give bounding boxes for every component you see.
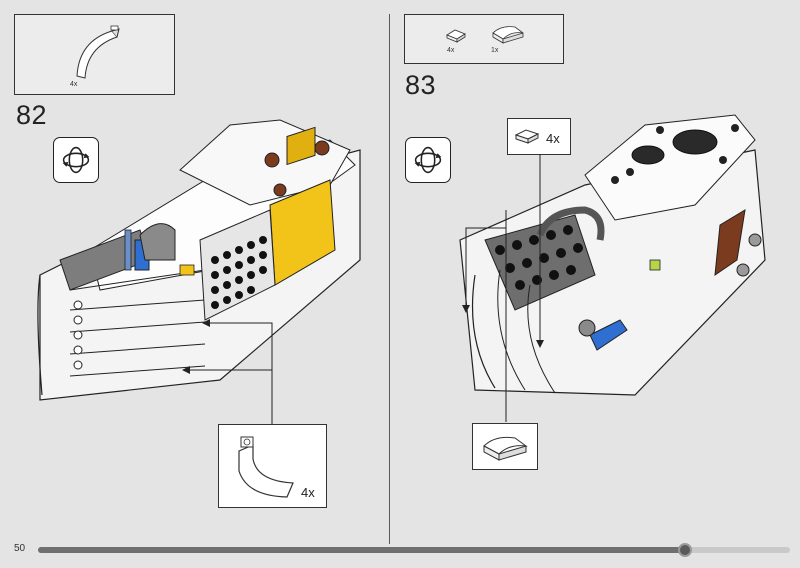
page-divider: [389, 14, 390, 544]
step82-part-qty: 4x: [70, 81, 78, 88]
curved-arch-brick-icon: [76, 25, 120, 79]
curved-slope-2x2-icon: [483, 436, 528, 461]
step83-callout-pointers: [462, 154, 544, 422]
step83-top-callout: 4x: [507, 118, 571, 155]
page-progress-bar: [38, 543, 790, 557]
curved-slope-piece-icon: [238, 436, 294, 498]
step83-part2-qty: 1x: [491, 47, 499, 54]
rotate-model-icon: [405, 137, 451, 183]
tile-1x1-icon: [514, 129, 540, 144]
step82-callout-qty: 4x: [301, 485, 315, 500]
tile-1x1-icon: [446, 29, 466, 43]
page-number: 50: [14, 543, 26, 554]
step83-parts-list: 4x 1x: [404, 14, 564, 64]
rotate-model-icon: [53, 137, 99, 183]
progress-knob[interactable]: [677, 543, 692, 557]
step83-bottom-callout: [472, 423, 538, 470]
step83-part1-qty: 4x: [447, 47, 455, 54]
step82-parts-list: 4x: [14, 14, 175, 95]
step82-callout-pointers: [182, 319, 273, 424]
step83-model-illustration: [459, 114, 766, 396]
step82-part-callout: 4x: [218, 424, 327, 508]
step83-number: 83: [405, 70, 437, 100]
step83-top-callout-qty: 4x: [546, 131, 560, 146]
progress-fill: [38, 547, 685, 553]
step82-number: 82: [16, 100, 48, 130]
curved-slope-2x2-icon: [492, 26, 524, 44]
step82-model-illustration: [37, 119, 361, 401]
